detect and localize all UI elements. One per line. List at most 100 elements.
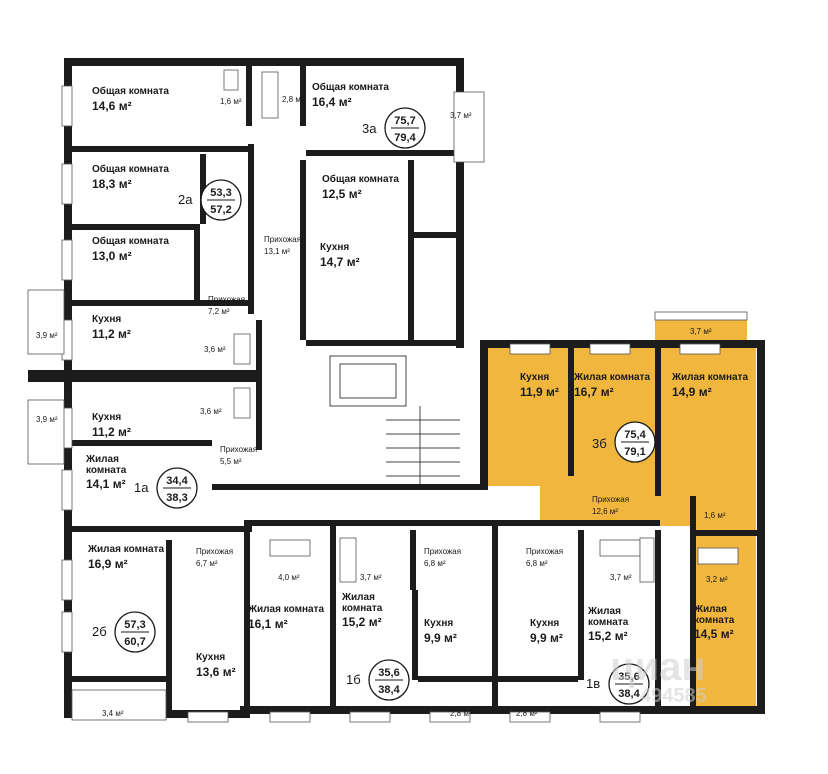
room-name-r37: Кухня	[530, 618, 559, 629]
room-area-r34: 16,1 м²	[248, 617, 288, 631]
room-name-r36: Кухня	[424, 618, 453, 629]
room-name-r10: Кухня	[320, 242, 349, 253]
room-area-r4: 16,4 м²	[312, 95, 352, 109]
watermark-brand: циан	[610, 645, 706, 689]
room-area-r29: 3,7 м²	[360, 573, 382, 582]
room-name-r16: Кухня	[520, 372, 549, 383]
apartment-id-1: 2a	[178, 192, 193, 207]
room-area-r21: 3,6 м²	[200, 407, 222, 416]
apartment-area-living-4: 57,3	[124, 619, 145, 631]
apartment-area-living-5: 35,6	[378, 667, 399, 679]
apartment-id-0: 3a	[362, 121, 377, 136]
apartment-area-total-1: 57,2	[210, 204, 231, 216]
room-area-r3: 2,8 м²	[282, 95, 304, 104]
room-area-r22: 5,5 м²	[220, 457, 242, 466]
room-area-r2: 1,6 м²	[220, 97, 242, 106]
room-name-r27: Прихожая	[196, 547, 233, 556]
apartment-id-3: 3б	[592, 436, 607, 451]
apartment-id-4: 2б	[92, 624, 107, 639]
room-area-r17: 16,7 м²	[574, 385, 614, 399]
room-name-r40: Кухня	[196, 652, 225, 663]
apartment-area-total-0: 79,4	[394, 132, 416, 144]
room-area-r23: 14,1 м²	[86, 477, 126, 491]
apartment-id-5: 1б	[346, 672, 361, 687]
room-name-r38: Жилая	[587, 606, 621, 617]
room-area-r30: 6,8 м²	[424, 559, 446, 568]
apartment-area-total-5: 38,4	[378, 684, 400, 696]
room-name-r12: Кухня	[92, 314, 121, 325]
room-area-r7: 12,5 м²	[322, 187, 362, 201]
room-name-r26: Жилая комната	[87, 544, 164, 555]
room-area-r11: 7,2 м²	[208, 307, 230, 316]
room-area-r18: 14,9 м²	[672, 385, 712, 399]
room-area-r13: 3,9 м²	[36, 331, 58, 340]
room-area-r10: 14,7 м²	[320, 255, 360, 269]
room-area-r1: 14,6 м²	[92, 99, 132, 113]
room-area-r25: 1,6 м²	[704, 511, 726, 520]
room-area-r31: 6,8 м²	[526, 559, 548, 568]
room-name-r1: Общая комната	[92, 85, 169, 97]
room-name-r8: Прихожая	[264, 235, 301, 244]
room-area-r35: 15,2 м²	[342, 615, 382, 629]
apartment-area-living-1: 53,3	[210, 187, 231, 199]
watermark: циан 494585	[610, 645, 707, 707]
room-name-r22: Прихожая	[220, 445, 257, 454]
stairwell	[329, 355, 460, 484]
room-name-r18: Жилая комната	[671, 372, 748, 383]
room-name-r39: Жилая	[693, 604, 727, 615]
room-area-r39: 14,5 м²	[694, 627, 734, 641]
room-name-r20: Кухня	[92, 412, 121, 423]
apartment-area-total-2: 38,3	[166, 492, 187, 504]
room-name2-r39: комната	[694, 615, 735, 626]
room-name-r31: Прихожая	[526, 547, 563, 556]
apartment-area-living-2: 34,4	[166, 475, 188, 487]
apartment-area-living-3: 75,4	[624, 429, 646, 441]
walls	[28, 58, 765, 718]
apartment-id-6: 1в	[586, 676, 600, 691]
room-area-r28: 4,0 м²	[278, 573, 300, 582]
room-area-r6: 18,3 м²	[92, 177, 132, 191]
room-area-r37: 9,9 м²	[530, 631, 563, 645]
room-area-r19: 3,9 м²	[36, 415, 58, 424]
room-area-r42: 2,8 м²	[450, 709, 472, 718]
room-name-r11: Прихожая	[208, 295, 245, 304]
room-area-r40: 13,6 м²	[196, 665, 236, 679]
room-area-r5: 3,7 м²	[450, 111, 472, 120]
apartment-area-living-6: 35,6	[618, 671, 639, 683]
room-area-r32: 3,7 м²	[610, 573, 632, 582]
room-name-r34: Жилая комната	[247, 604, 324, 615]
room-area-r20: 11,2 м²	[92, 425, 131, 439]
room-name-r4: Общая комната	[312, 81, 389, 93]
room-name-r7: Общая комната	[322, 173, 399, 185]
room-area-r36: 9,9 м²	[424, 631, 457, 645]
apartment-area-living-0: 75,7	[394, 115, 415, 127]
room-area-r14: 3,6 м²	[204, 345, 226, 354]
room-area-r41: 3,4 м²	[102, 709, 124, 718]
apartment-area-total-4: 60,7	[124, 636, 145, 648]
room-area-r33: 3,2 м²	[706, 575, 728, 584]
apartment-area-total-3: 79,1	[624, 446, 645, 458]
room-name2-r23: комната	[86, 465, 127, 476]
room-name-r35: Жилая	[341, 592, 375, 603]
room-area-r16: 11,9 м²	[520, 385, 559, 399]
room-area-r24: 12,6 м²	[592, 507, 618, 516]
apartment-area-total-6: 38,4	[618, 688, 640, 700]
room-area-r8: 13,1 м²	[264, 247, 290, 256]
apartment-id-2: 1a	[134, 480, 149, 495]
room-name-r6: Общая комната	[92, 163, 169, 175]
room-area-r9: 13,0 м²	[92, 249, 132, 263]
room-name2-r38: комната	[588, 617, 629, 628]
room-area-r12: 11,2 м²	[92, 327, 131, 341]
room-area-r15: 3,7 м²	[690, 327, 712, 336]
room-area-r43: 2,8 м²	[516, 709, 538, 718]
room-name-r24: Прихожая	[592, 495, 629, 504]
room-name-r30: Прихожая	[424, 547, 461, 556]
apartment-3b-highlight	[488, 318, 756, 712]
room-area-r27: 6,7 м²	[196, 559, 218, 568]
sanitary-fixtures	[223, 69, 739, 583]
room-name-r17: Жилая комната	[573, 372, 650, 383]
room-area-r38: 15,2 м²	[588, 629, 628, 643]
room-name-r9: Общая комната	[92, 235, 169, 247]
